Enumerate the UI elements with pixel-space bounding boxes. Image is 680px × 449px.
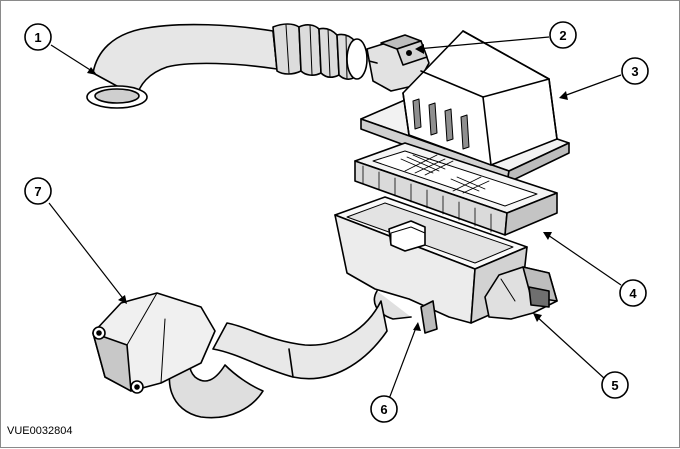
callout-5: 5 (601, 371, 629, 399)
callout-6: 6 (370, 395, 398, 423)
figure-reference-code: VUE0032804 (7, 425, 73, 437)
callout-7: 7 (24, 177, 52, 205)
leader-1 (50, 44, 96, 74)
svg-text:5: 5 (611, 378, 618, 393)
callout-4: 4 (619, 279, 647, 307)
callout-1: 1 (24, 23, 52, 51)
svg-text:3: 3 (631, 64, 638, 79)
intake-duct (86, 23, 368, 109)
callout-3: 3 (621, 57, 649, 85)
leader-6 (388, 324, 418, 400)
leader-5 (534, 314, 606, 380)
svg-text:1: 1 (34, 30, 41, 45)
callouts: 1 2 3 4 5 6 7 (24, 21, 649, 423)
air-filter-element (354, 142, 558, 236)
air-inlet (484, 266, 558, 320)
leader-arrowheads (87, 44, 568, 331)
air-intake-pipe (92, 292, 388, 419)
leader-2 (416, 36, 550, 50)
svg-text:4: 4 (629, 286, 637, 301)
leader-lines (48, 36, 622, 400)
svg-text:7: 7 (34, 184, 41, 199)
svg-text:6: 6 (380, 402, 387, 417)
callout-2: 2 (549, 21, 577, 49)
leader-4 (544, 232, 622, 286)
svg-text:2: 2 (559, 28, 566, 43)
air-cleaner-cover (360, 30, 570, 184)
leader-3 (560, 74, 622, 98)
leader-7 (48, 202, 126, 302)
